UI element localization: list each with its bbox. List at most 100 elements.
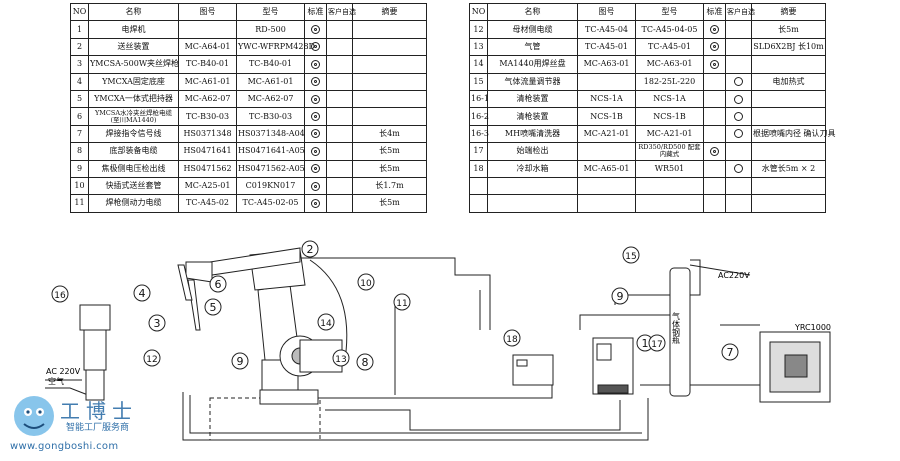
callout-number: 10 — [360, 279, 372, 289]
cable-left-ac — [45, 387, 89, 396]
double-circle-mark-icon — [710, 59, 719, 69]
callout-8: 8 — [356, 353, 374, 371]
double-circle-mark-icon — [311, 198, 320, 208]
double-circle-mark-icon — [311, 164, 320, 174]
callout-number: 9 — [617, 290, 624, 303]
callout-2: 2 — [301, 240, 319, 258]
watermark-subtitle: 智能工厂服务商 — [66, 423, 130, 433]
label-ac220v-left: AC 220V — [46, 367, 81, 376]
double-circle-mark-icon — [311, 181, 320, 191]
callout-18: 18 — [503, 329, 521, 347]
callout-circle — [148, 314, 166, 332]
gongboshi-mascot-logo — [14, 396, 54, 436]
gas-cylinder-label-text: 气体钢瓶 — [672, 311, 681, 345]
cell-standard — [304, 55, 327, 74]
callout-circle — [611, 287, 629, 305]
callout-11: 11 — [393, 293, 411, 311]
callout-number: 18 — [506, 335, 518, 345]
callout-number: 14 — [320, 319, 332, 329]
circle-mark-icon — [734, 94, 743, 104]
label-air: 空气 — [48, 376, 64, 386]
callout-circle — [357, 273, 375, 291]
circle-mark-icon — [734, 112, 743, 122]
callout-number: 2 — [307, 243, 314, 256]
table-row — [469, 176, 826, 196]
double-circle-mark-icon — [710, 42, 719, 52]
callout-circle — [209, 275, 227, 293]
callout-12: 12 — [143, 349, 161, 367]
callout-number: 16 — [54, 291, 66, 301]
robot-arm — [177, 247, 343, 405]
cooling-water-tank — [512, 354, 554, 386]
callout-1: 1 — [636, 334, 654, 352]
callout-6: 6 — [209, 275, 227, 293]
callout-number: 12 — [146, 355, 157, 365]
cell-no: 11 — [70, 194, 89, 213]
cable-10 — [309, 259, 348, 361]
callout-number: 17 — [651, 340, 662, 350]
cell-drawing: TC-A45-02 — [178, 194, 237, 213]
double-circle-mark-icon — [710, 146, 719, 156]
callout-circle — [393, 293, 411, 311]
callout-number: 9 — [237, 355, 244, 368]
yrc1000-controller — [759, 331, 831, 403]
callout-circle — [622, 246, 640, 264]
callout-14: 14 — [317, 313, 335, 331]
watermark-brand-name: 工博士 — [60, 399, 138, 423]
callout-10: 10 — [357, 273, 375, 291]
floor-cable-loop-outer — [182, 392, 649, 441]
cell-standard — [304, 142, 327, 161]
double-circle-mark-icon — [311, 25, 320, 35]
cable-ac220-right — [689, 264, 751, 276]
cell-standard — [304, 176, 327, 196]
watermark-site: www.gongboshi.com — [10, 441, 119, 452]
floor-dashed-zone — [209, 397, 321, 441]
callout-number: 15 — [625, 252, 636, 262]
cell-note — [751, 194, 826, 213]
callout-circle — [503, 329, 521, 347]
double-circle-mark-icon — [311, 77, 320, 87]
welding-machine — [592, 337, 634, 395]
callout-number: 8 — [362, 356, 369, 369]
double-circle-mark-icon — [311, 94, 320, 104]
callout-7: 7 — [721, 343, 739, 361]
label-yrc1000: YRC1000 — [794, 323, 831, 332]
callout-circle — [648, 334, 666, 352]
callout-number: 4 — [139, 287, 146, 300]
floor-cable-loop-inner — [189, 395, 642, 434]
circle-mark-icon — [734, 77, 743, 87]
callout-number: 6 — [215, 278, 222, 291]
double-circle-mark-icon — [311, 129, 320, 139]
callout-number: 3 — [154, 317, 161, 330]
cable-9-right — [579, 314, 670, 330]
callout-circle — [133, 284, 151, 302]
table-header-row: NO 名称 图号 型号 标准 客户自选 摘要 — [70, 2, 427, 22]
callout-number: 13 — [335, 355, 346, 365]
label-ac220v-right: AC220V — [718, 271, 750, 280]
cell-note: 长5m — [352, 194, 427, 213]
callout-number: 1 — [642, 337, 649, 350]
callout-9: 9 — [611, 287, 629, 305]
floor-cable-bottom — [325, 400, 621, 431]
top-cable-wire-feed — [300, 257, 491, 330]
callout-16: 16 — [51, 285, 69, 303]
callout-5: 5 — [204, 298, 222, 316]
callout-15: 15 — [622, 246, 640, 264]
callout-circle — [332, 349, 350, 367]
callout-circle — [356, 353, 374, 371]
circle-mark-icon — [734, 129, 743, 139]
